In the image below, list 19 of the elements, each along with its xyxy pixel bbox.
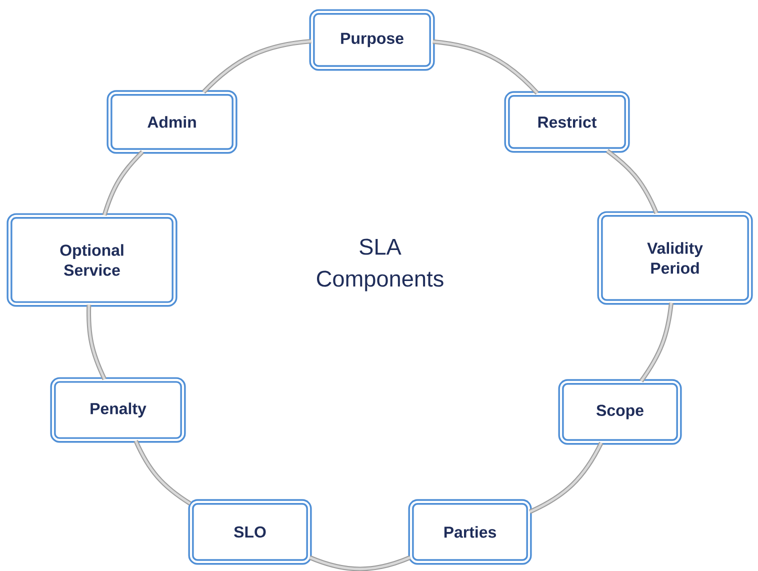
ring-arc xyxy=(86,304,107,380)
ring-arc xyxy=(606,149,658,214)
component-box: Admin xyxy=(106,90,238,154)
ring-arc xyxy=(202,39,312,94)
component-box: Restrict xyxy=(504,91,630,153)
center-title: SLA Components xyxy=(317,238,444,292)
ring-arc xyxy=(102,150,144,216)
ring-arc xyxy=(134,440,192,506)
component-box: Scope xyxy=(558,379,682,445)
ring-arc xyxy=(309,555,411,571)
component-box: Validity Period xyxy=(597,211,753,305)
component-box: Optional Service xyxy=(6,213,178,307)
ring-arc xyxy=(528,442,604,514)
component-box: Purpose xyxy=(309,9,435,71)
component-box: Parties xyxy=(408,499,532,565)
component-box: Penalty xyxy=(50,377,186,443)
component-box: SLO xyxy=(188,499,312,565)
ring-arc xyxy=(432,39,539,95)
ring-arc xyxy=(639,302,674,382)
